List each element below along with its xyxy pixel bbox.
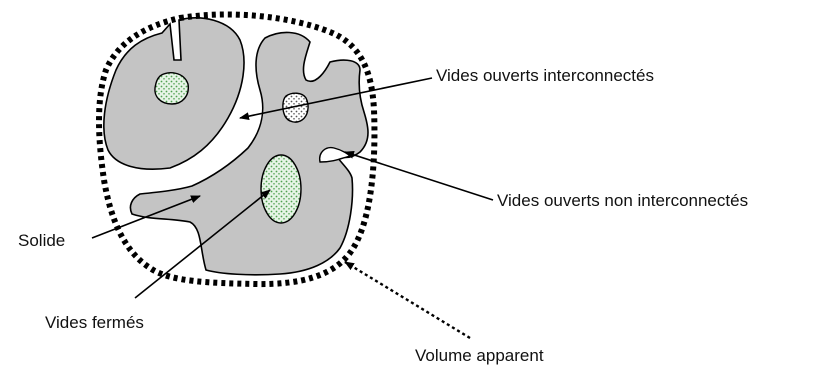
label-apparent-volume: Volume apparent [415, 346, 544, 366]
label-solid: Solide [18, 231, 65, 251]
label-non-interconnected-pores: Vides ouverts non interconnectés [497, 191, 748, 211]
label-interconnected-pores: Vides ouverts interconnectés [436, 66, 654, 86]
closed-pore-left [155, 73, 188, 104]
arrow-apparent-volume [345, 262, 470, 338]
closed-pore-center [261, 155, 301, 223]
label-closed-pores: Vides fermés [45, 313, 144, 333]
arrow-non-interconnected [345, 152, 493, 200]
